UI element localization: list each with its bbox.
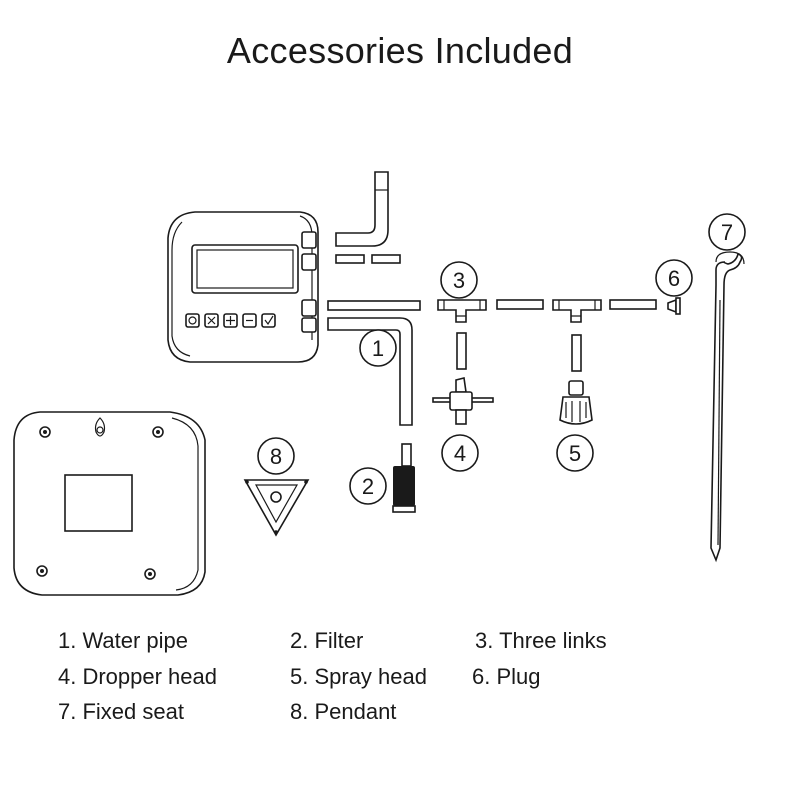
svg-text:2: 2 xyxy=(362,474,374,499)
fixed-seat xyxy=(710,251,745,563)
plus-icon xyxy=(223,313,238,328)
check-icon xyxy=(261,313,276,328)
legend-item-fixed-seat: 7. Fixed seat xyxy=(58,699,184,724)
callout-4: 4 xyxy=(441,434,479,472)
legend-item-spray-head: 5. Spray head xyxy=(290,664,427,689)
svg-text:1: 1 xyxy=(372,336,384,361)
legend-item-pendant: 8. Pendant xyxy=(290,699,397,724)
callout-6: 6 xyxy=(655,259,693,297)
minus-icon xyxy=(242,313,257,328)
callout-8: 8 xyxy=(257,437,295,475)
filter xyxy=(392,443,416,513)
dropper-head xyxy=(432,377,494,425)
water-pipe xyxy=(327,171,657,426)
svg-text:7: 7 xyxy=(721,220,733,245)
callout-3: 3 xyxy=(440,261,478,299)
callout-1: 1 xyxy=(359,329,397,367)
controller-screen xyxy=(191,244,299,294)
svg-text:5: 5 xyxy=(569,441,581,466)
power-icon xyxy=(185,313,200,328)
three-link-fitting xyxy=(552,299,602,323)
legend-item-dropper-head: 4. Dropper head xyxy=(58,664,217,689)
three-link-fitting xyxy=(437,299,487,323)
svg-text:6: 6 xyxy=(668,266,680,291)
pendant xyxy=(243,479,310,537)
plug xyxy=(667,297,681,315)
controller-front xyxy=(167,211,319,363)
svg-text:4: 4 xyxy=(454,441,466,466)
controller-back xyxy=(13,411,206,596)
callout-5: 5 xyxy=(556,434,594,472)
legend-item-water-pipe: 1. Water pipe xyxy=(58,628,189,653)
legend-item-plug: 6. Plug xyxy=(472,664,541,689)
legend-item-filter: 2. Filter xyxy=(290,628,364,653)
svg-text:3: 3 xyxy=(453,268,465,293)
legend-item-three-links: 3. Three links xyxy=(475,628,607,653)
page-title: Accessories Included xyxy=(226,30,574,71)
callout-2: 2 xyxy=(349,467,387,505)
svg-text:8: 8 xyxy=(270,444,282,469)
callout-7: 7 xyxy=(708,213,746,251)
cancel-icon xyxy=(204,313,219,328)
spray-head xyxy=(559,380,593,425)
